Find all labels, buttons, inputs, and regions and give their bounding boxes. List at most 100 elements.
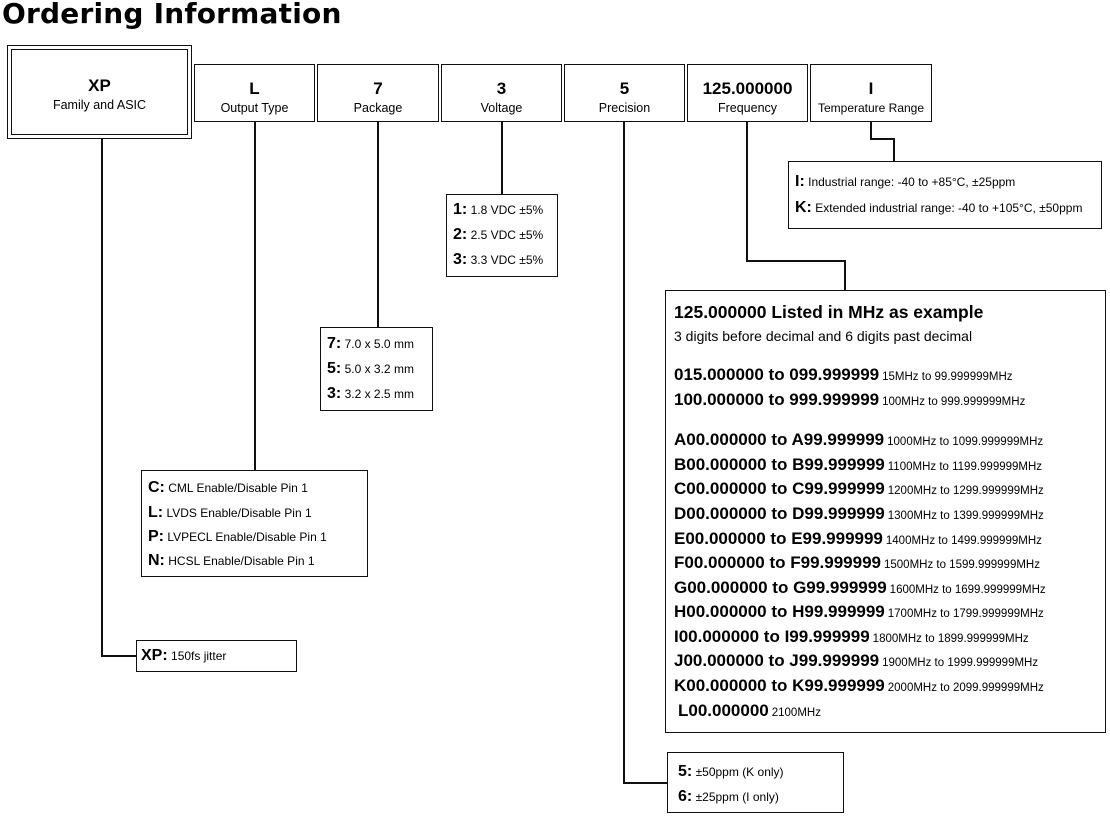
- output-type-key: P:: [148, 528, 164, 545]
- field-frequency-code: 125.000000: [702, 79, 793, 98]
- frequency-desc: 1300MHz to 1399.999999MHz: [887, 510, 1044, 522]
- precision-key: 5:: [678, 763, 693, 780]
- output-type-option: P: LVPECL Enable/Disable Pin 1: [148, 528, 327, 546]
- frequency-code: B00.000000 to B99.999999: [674, 455, 885, 474]
- field-voltage-code: 3: [496, 79, 507, 98]
- field-temperature-label: Temperature Range: [817, 101, 925, 115]
- voltage-desc: 1.8 VDC ±5%: [470, 203, 544, 217]
- frequency-code: J00.000000 to J99.999999: [674, 651, 880, 670]
- voltage-option: 3: 3.3 VDC ±5%: [453, 251, 543, 269]
- frequency-code: L00.000000: [678, 701, 769, 720]
- precision-key: 6:: [678, 788, 693, 805]
- temperature-option: I: Industrial range: -40 to +85°C, ±25pp…: [795, 173, 1015, 191]
- connector-frequency-v2: [844, 260, 846, 291]
- package-desc: 5.0 x 3.2 mm: [344, 362, 414, 376]
- temperature-key: I:: [795, 173, 805, 190]
- field-family: XP Family and ASIC: [7, 45, 192, 139]
- field-voltage-label: Voltage: [480, 101, 523, 115]
- output-type-key: N:: [148, 552, 165, 569]
- connector-family-h: [101, 655, 136, 657]
- voltage-options: 1: 1.8 VDC ±5% 2: 2.5 VDC ±5% 3: 3.3 VDC…: [446, 194, 558, 277]
- frequency-desc: 1600MHz to 1699.999999MHz: [889, 584, 1046, 596]
- package-options: 7: 7.0 x 5.0 mm 5: 5.0 x 3.2 mm 3: 3.2 x…: [320, 327, 433, 411]
- family-key: XP:: [141, 647, 168, 664]
- package-option: 7: 7.0 x 5.0 mm: [327, 335, 414, 353]
- frequency-desc: 100MHz to 999.999999MHz: [882, 396, 1026, 408]
- package-option: 3: 3.2 x 2.5 mm: [327, 385, 414, 403]
- field-precision-label: Precision: [598, 101, 651, 115]
- temperature-option: K: Extended industrial range: -40 to +10…: [795, 199, 1082, 217]
- family-options: XP: 150fs jitter: [136, 640, 297, 672]
- output-type-key: C:: [148, 479, 165, 496]
- voltage-option: 1: 1.8 VDC ±5%: [453, 201, 543, 219]
- field-frequency: 125.000000 Frequency: [687, 64, 808, 122]
- precision-option: 6: ±25ppm (I only): [678, 788, 779, 806]
- field-output-type: L Output Type: [194, 64, 315, 122]
- temperature-key: K:: [795, 199, 812, 216]
- frequency-options: 125.000000 Listed in MHz as example 3 di…: [665, 290, 1106, 733]
- field-voltage: 3 Voltage: [441, 64, 562, 122]
- field-output-type-code: L: [249, 79, 260, 98]
- field-package-code: 7: [373, 79, 383, 98]
- frequency-desc: 1400MHz to 1499.999999MHz: [885, 535, 1042, 547]
- frequency-code: 015.000000 to 099.999999: [674, 365, 880, 384]
- frequency-code: C00.000000 to C99.999999: [674, 479, 885, 498]
- package-desc: 7.0 x 5.0 mm: [344, 337, 414, 351]
- frequency-desc: 1700MHz to 1799.999999MHz: [887, 608, 1044, 620]
- frequency-desc: 1200MHz to 1299.999999MHz: [887, 485, 1044, 497]
- field-precision-code: 5: [619, 79, 630, 98]
- output-type-desc: CML Enable/Disable Pin 1: [168, 481, 308, 495]
- connector-frequency-h: [746, 260, 845, 262]
- package-key: 3:: [327, 385, 342, 402]
- frequency-desc: 15MHz to 99.999999MHz: [882, 371, 1013, 383]
- family-option: XP: 150fs jitter: [141, 647, 226, 665]
- page-title: Ordering Information: [2, 0, 342, 30]
- connector-voltage: [501, 122, 503, 194]
- connector-family: [101, 139, 103, 656]
- frequency-desc: 1100MHz to 1199.999999MHz: [887, 461, 1043, 473]
- output-type-option: C: CML Enable/Disable Pin 1: [148, 479, 308, 497]
- field-package-label: Package: [353, 101, 403, 115]
- family-desc: 150fs jitter: [171, 649, 227, 663]
- output-type-options: C: CML Enable/Disable Pin 1 L: LVDS Enab…: [141, 470, 368, 577]
- frequency-code: D00.000000 to D99.999999: [674, 504, 885, 523]
- frequency-code: H00.000000 to H99.999999: [674, 602, 885, 621]
- package-key: 5:: [327, 360, 342, 377]
- output-type-desc: LVPECL Enable/Disable Pin 1: [167, 530, 327, 544]
- frequency-desc: 1000MHz to 1099.999999MHz: [887, 436, 1044, 448]
- frequency-code: A00.000000 to A99.999999: [674, 430, 885, 449]
- output-type-option: N: HCSL Enable/Disable Pin 1: [148, 552, 315, 570]
- temperature-desc: Extended industrial range: -40 to +105°C…: [815, 201, 1083, 215]
- temperature-desc: Industrial range: -40 to +85°C, ±25ppm: [808, 175, 1016, 189]
- frequency-code: 100.000000 to 999.999999: [674, 390, 880, 409]
- connector-temperature-h: [870, 138, 894, 140]
- connector-temperature: [870, 122, 872, 139]
- voltage-desc: 3.3 VDC ±5%: [470, 253, 544, 267]
- frequency-code: E00.000000 to E99.999999: [674, 529, 883, 548]
- field-temperature: I Temperature Range: [810, 64, 932, 122]
- precision-desc: ±50ppm (K only): [695, 765, 784, 779]
- frequency-code: I00.000000 to I99.999999: [674, 627, 870, 646]
- precision-desc: ±25ppm (I only): [695, 790, 779, 804]
- voltage-option: 2: 2.5 VDC ±5%: [453, 226, 543, 244]
- connector-precision-h: [623, 782, 667, 784]
- connector-package: [377, 122, 379, 327]
- voltage-desc: 2.5 VDC ±5%: [470, 228, 544, 242]
- field-temperature-code: I: [868, 79, 874, 98]
- package-desc: 3.2 x 2.5 mm: [344, 387, 414, 401]
- voltage-key: 2:: [453, 226, 468, 243]
- output-type-option: L: LVDS Enable/Disable Pin 1: [148, 504, 312, 522]
- frequency-subheading: 3 digits before decimal and 6 digits pas…: [674, 328, 973, 344]
- frequency-desc: 2000MHz to 2099.999999MHz: [887, 682, 1044, 694]
